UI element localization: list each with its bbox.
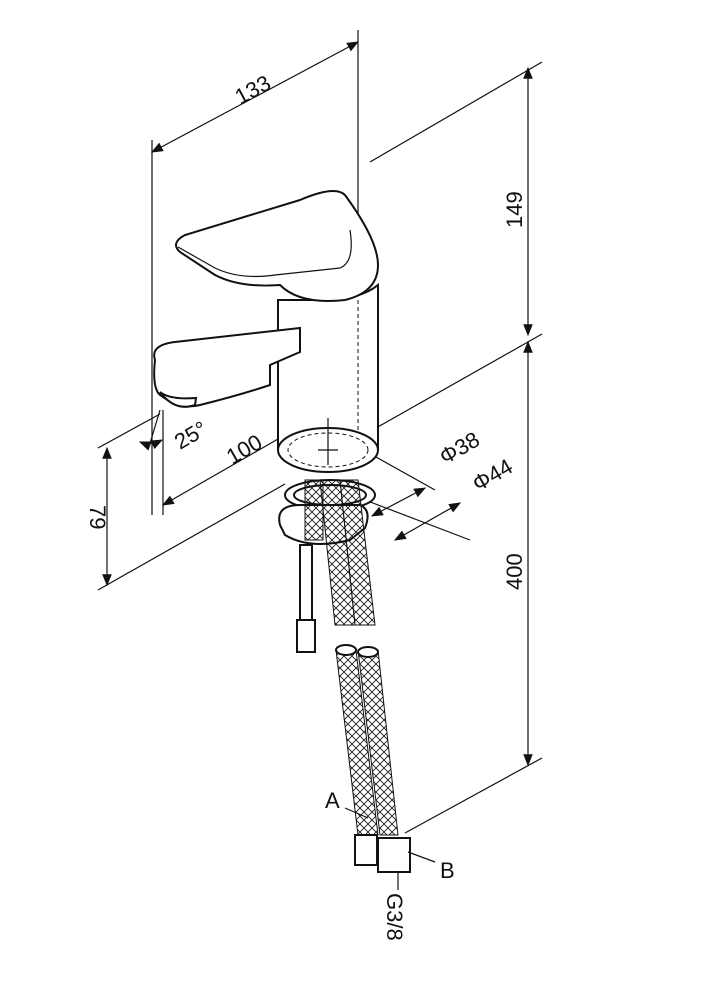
label-a: A <box>325 788 340 813</box>
label-phi38: Φ38 <box>435 427 484 470</box>
dim-44 <box>393 502 462 541</box>
faucet-body <box>153 190 380 473</box>
label-133: 133 <box>231 70 275 109</box>
label-25deg: 25° <box>170 416 211 454</box>
label-100: 100 <box>222 429 266 469</box>
dim-133 <box>150 41 360 153</box>
dim-38 <box>370 487 427 517</box>
label-b: B <box>440 858 455 883</box>
mounting-parts <box>278 479 411 873</box>
label-400: 400 <box>502 553 527 590</box>
label-g38: G3/8 <box>382 893 407 941</box>
label-149: 149 <box>502 191 527 228</box>
label-79: 79 <box>85 505 110 529</box>
label-phi44: Φ44 <box>468 454 517 497</box>
